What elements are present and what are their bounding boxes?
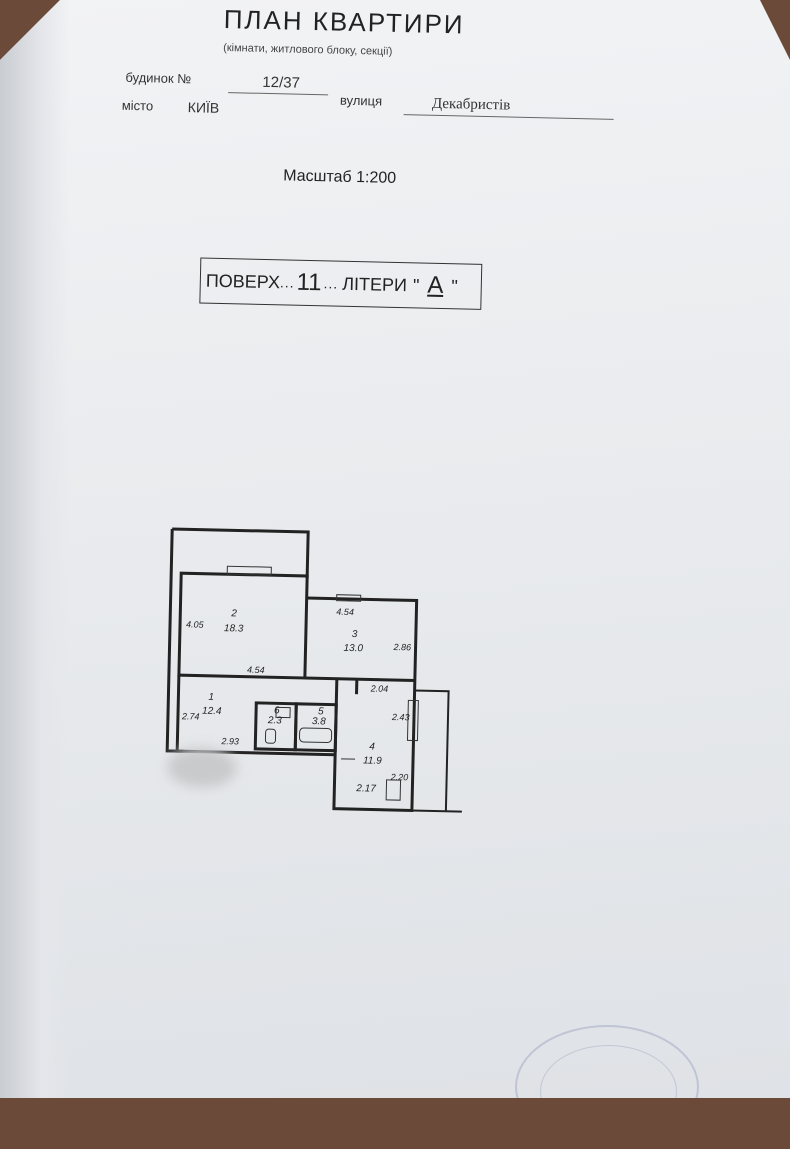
room-6-area: 2.3 [267, 715, 283, 726]
building-label: будинок № [125, 70, 191, 86]
city-label: місто [122, 98, 154, 114]
dim-4-54-a: 4.54 [247, 665, 265, 675]
room-3-bottom-wall [305, 678, 415, 680]
floor-label: ПОВЕРХ [206, 270, 281, 293]
street-name: Декабристів [432, 96, 511, 115]
dim-2-04: 2.04 [370, 683, 389, 693]
city-name: КИЇВ [188, 99, 220, 116]
dim-2-86: 2.86 [392, 642, 411, 652]
document-title: ПЛАН КВАРТИРИ [223, 4, 464, 40]
document-subtitle: (кімнати, житлового блоку, секції) [223, 42, 393, 58]
dim-4-05: 4.05 [186, 619, 205, 629]
letter-label: ЛІТЕРИ [342, 273, 407, 295]
document-sheet: ПЛАН КВАРТИРИ (кімнати, житлового блоку,… [0, 0, 790, 1098]
room-1-number: 1 [208, 692, 214, 703]
street-label: вулиця [340, 93, 383, 109]
dim-2-74: 2.74 [181, 711, 200, 721]
floor-dots: ... [280, 274, 295, 290]
balcony-wall [171, 529, 308, 578]
loggia-bottom [412, 810, 462, 811]
room-3-walls [305, 598, 417, 680]
room-3-area: 13.0 [343, 643, 363, 654]
floor-dots-2: ... [323, 275, 338, 291]
loggia-walls [412, 690, 449, 811]
room-4-area: 11.9 [363, 755, 382, 766]
room-3-number: 3 [352, 629, 358, 640]
room-2-number: 2 [230, 608, 237, 619]
pantry-area: 2.17 [355, 783, 376, 794]
building-number: 12/37 [262, 74, 300, 92]
dim-2-20: 2.20 [390, 772, 409, 782]
apartment-plan-document: ПЛАН КВАРТИРИ (кімнати, житлового блоку,… [0, 0, 790, 1107]
room-5-area: 3.8 [312, 716, 327, 727]
toilet [265, 729, 275, 743]
letter-value: А [427, 272, 444, 300]
dim-2-93: 2.93 [220, 736, 239, 746]
stove [386, 780, 400, 800]
floor-box: ПОВЕРХ ... 11 ... ЛІТЕРИ " А " [199, 258, 482, 310]
dim-4-54-b: 4.54 [336, 607, 354, 617]
bathtub [299, 728, 331, 743]
room-4-number: 4 [369, 741, 375, 752]
official-stamp-inner-ring [540, 1045, 677, 1137]
room-1-area: 12.4 [202, 706, 222, 717]
floor-number: 11 [296, 269, 322, 298]
scale-label: Масштаб 1:200 [283, 167, 396, 188]
street-underline [404, 114, 614, 120]
room-2-area: 18.3 [224, 623, 244, 634]
building-underline [228, 92, 328, 95]
dim-2-43: 2.43 [391, 712, 410, 722]
